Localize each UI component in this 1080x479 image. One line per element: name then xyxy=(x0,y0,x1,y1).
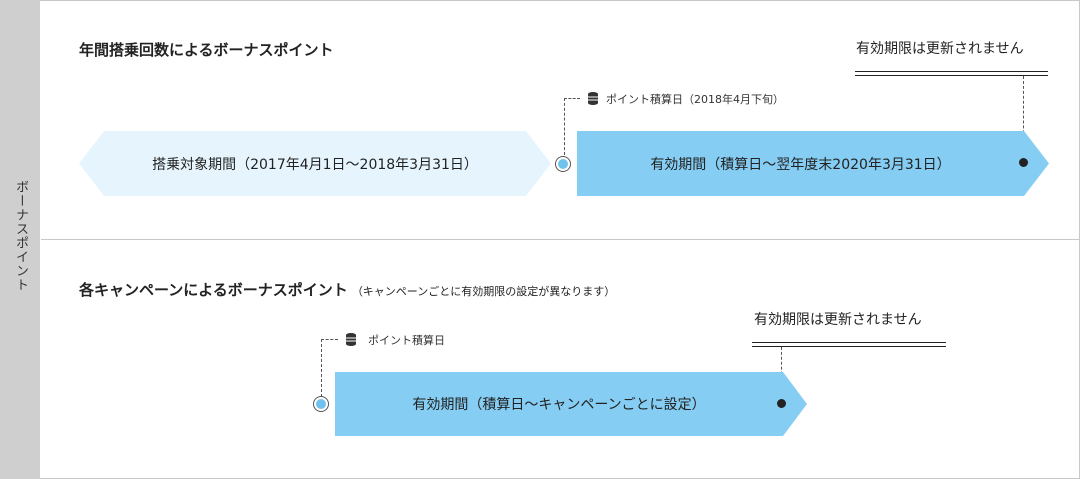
boarding-period-text: 搭乗対象期間（2017年4月1日〜2018年3月31日） xyxy=(152,156,478,173)
section1-expiry-line xyxy=(855,71,1048,76)
section2-no-update-label: 有効期限は更新されません xyxy=(754,312,922,328)
section1-accrual-leader-v xyxy=(564,98,565,155)
campaign-validity-arrow xyxy=(335,372,807,436)
section2-expiry-dot xyxy=(777,399,786,408)
section1-accrual-marker xyxy=(556,157,570,171)
section2-accrual-leader-v xyxy=(321,339,322,397)
section2-title-text: 各キャンペーンによるボーナスポイント xyxy=(79,281,348,299)
coin-stack-icon xyxy=(588,92,598,105)
section1-accrual-leader-h xyxy=(564,98,580,99)
section1-no-update-label: 有効期限は更新されません xyxy=(856,41,1024,57)
section2-accrual-marker xyxy=(314,397,328,411)
section2-note: （キャンペーンごとに有効期限の設定が異なります） xyxy=(351,285,616,298)
section2-title: 各キャンペーンによるボーナスポイント（キャンペーンごとに有効期限の設定が異なりま… xyxy=(79,279,615,300)
section1-expiry-dot xyxy=(1019,158,1028,167)
coin-stack-icon xyxy=(346,333,356,346)
sidebar-label: ボーナスポイント xyxy=(13,180,28,292)
section1-title: 年間搭乗回数によるボーナスポイント xyxy=(79,41,334,59)
boarding-period-shape xyxy=(79,131,551,196)
section1-expiry-leader xyxy=(1023,76,1024,158)
validity-period-arrow xyxy=(577,131,1049,196)
section2-accrual-label: ポイント積算日 xyxy=(368,334,445,347)
section1-accrual-label: ポイント積算日（2018年4月下旬） xyxy=(606,93,784,106)
validity-period-text: 有効期間（積算日〜翌年度末2020年3月31日） xyxy=(650,156,951,173)
section-divider xyxy=(41,239,1079,240)
campaign-validity-text: 有効期間（積算日〜キャンペーンごとに設定） xyxy=(412,397,706,413)
section2-expiry-line xyxy=(752,342,946,347)
sidebar: ボーナスポイント xyxy=(0,0,40,479)
section2-accrual-leader-h xyxy=(321,339,338,340)
